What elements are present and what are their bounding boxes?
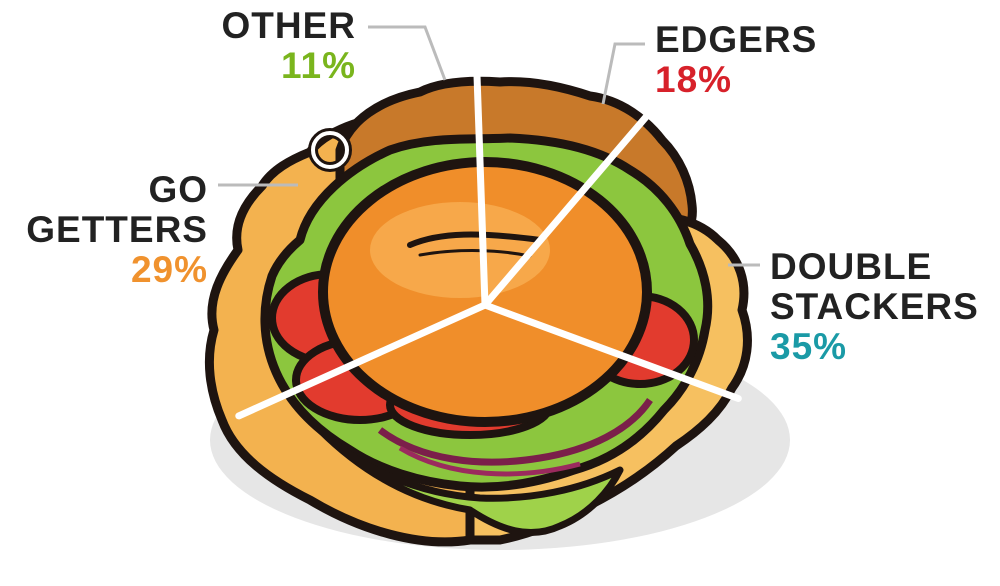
leader-line-edgers — [601, 42, 645, 105]
onion-ring-2-icon — [398, 445, 581, 477]
pie-divider-double-stackers — [481, 301, 742, 402]
label-other-value: 11% — [280, 45, 356, 86]
label-edgers-category: EDGERS — [655, 19, 818, 60]
label-other-category: OTHER — [221, 5, 356, 46]
label-other: OTHER 11% — [180, 6, 356, 86]
lettuce-leaves-icon — [316, 426, 624, 536]
label-double-stackers-value: 35% — [770, 326, 848, 367]
toothpick-ring-inner-icon — [311, 131, 349, 169]
label-go-getters-category: GO GETTERS — [26, 169, 208, 250]
pie-divider-other — [472, 31, 489, 309]
bun-crease-icon — [407, 231, 543, 248]
bun-crease-2-icon — [418, 249, 532, 258]
label-edgers: EDGERS 18% — [655, 20, 817, 100]
label-double-stackers-category: DOUBLE STACKERS — [770, 246, 979, 327]
leader-line-other — [368, 25, 447, 81]
label-double-stackers: DOUBLE STACKERS 35% — [770, 247, 998, 367]
pie-divider-edgers — [481, 96, 665, 309]
label-go-getters-value: 29% — [130, 249, 208, 290]
label-go-getters: GO GETTERS 29% — [10, 170, 208, 290]
pie-dividers — [235, 31, 742, 420]
onion-rings-icon — [377, 398, 653, 466]
pie-divider-go-getters — [235, 301, 489, 420]
label-edgers-value: 18% — [655, 59, 733, 100]
